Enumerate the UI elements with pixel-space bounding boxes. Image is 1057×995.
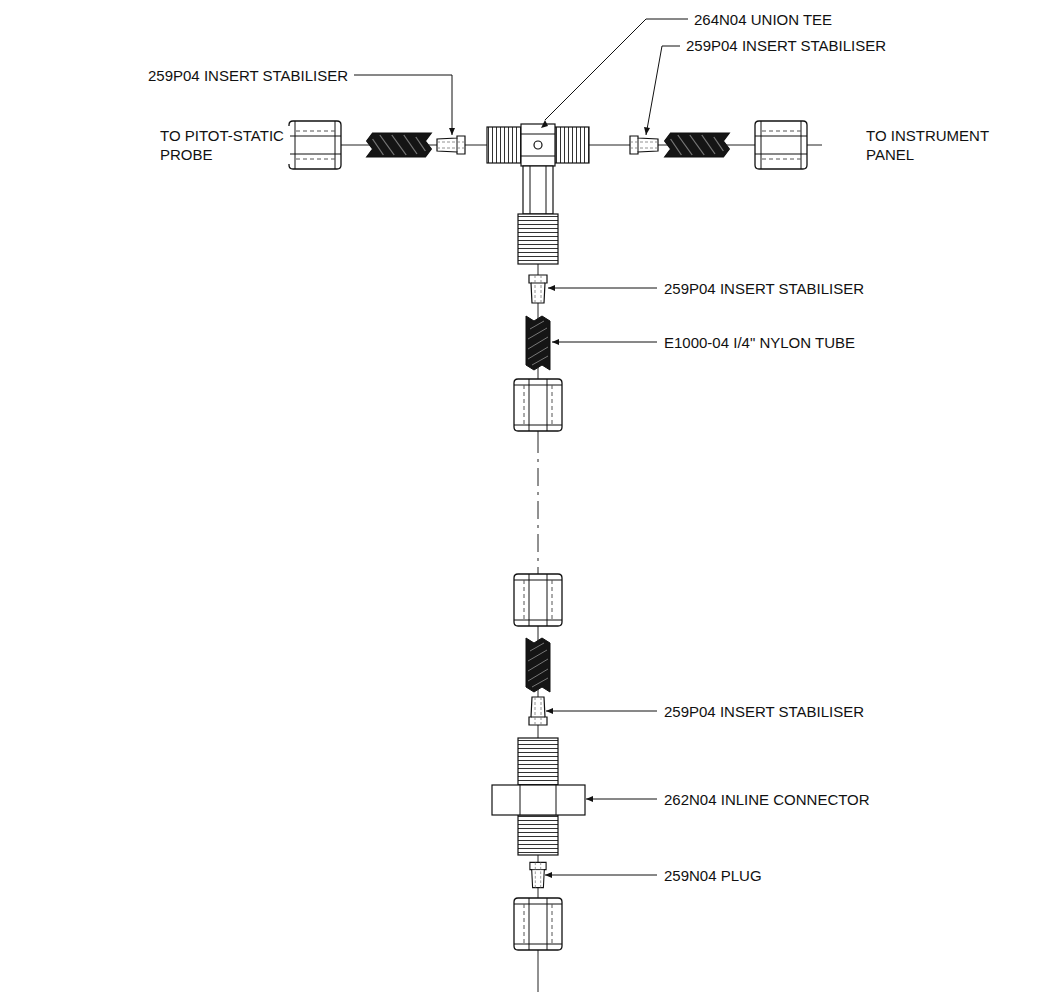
leader-line — [548, 288, 657, 289]
tube-nut — [289, 121, 341, 169]
tube-nut — [755, 121, 807, 169]
part-label: 259P04 INSERT STABILISER — [146, 66, 350, 85]
part-label: TO INSTRUMENT PANEL — [864, 126, 996, 164]
leader-line — [552, 342, 657, 343]
insert-stabiliser — [437, 136, 465, 154]
insert-stabiliser — [630, 136, 658, 154]
nylon-tube — [526, 316, 550, 370]
nylon-tube — [367, 133, 432, 157]
insert-stabiliser — [529, 275, 547, 303]
leader-line — [545, 875, 657, 876]
leader-line — [646, 46, 680, 135]
leader-line — [546, 711, 657, 712]
part-label: TO PITOT-STATIC PROBE — [158, 126, 290, 164]
nylon-tube — [665, 133, 730, 157]
part-label: E1000-04 I/4" NYLON TUBE — [662, 333, 857, 352]
leader-lines — [354, 19, 688, 875]
insert-stabiliser — [529, 697, 547, 725]
part-label: 259P04 INSERT STABILISER — [684, 36, 888, 55]
part-label: 259P04 INSERT STABILISER — [662, 279, 866, 298]
tube-nut — [514, 379, 562, 431]
leader-line — [354, 75, 452, 135]
inline-connector — [492, 738, 585, 855]
part-label: 264N04 UNION TEE — [692, 10, 834, 29]
part-label: 262N04 INLINE CONNECTOR — [662, 790, 872, 809]
nylon-tube — [526, 638, 550, 692]
leader-arrowheads — [449, 120, 650, 878]
plug — [530, 862, 546, 887]
union-tee — [487, 124, 589, 264]
tube-nut — [514, 574, 562, 626]
leader-line — [545, 19, 688, 120]
leader-line — [586, 799, 657, 800]
part-label: 259N04 PLUG — [662, 866, 764, 885]
part-label: 259P04 INSERT STABILISER — [662, 702, 866, 721]
centre-line — [538, 435, 539, 570]
tube-nut — [514, 898, 562, 950]
